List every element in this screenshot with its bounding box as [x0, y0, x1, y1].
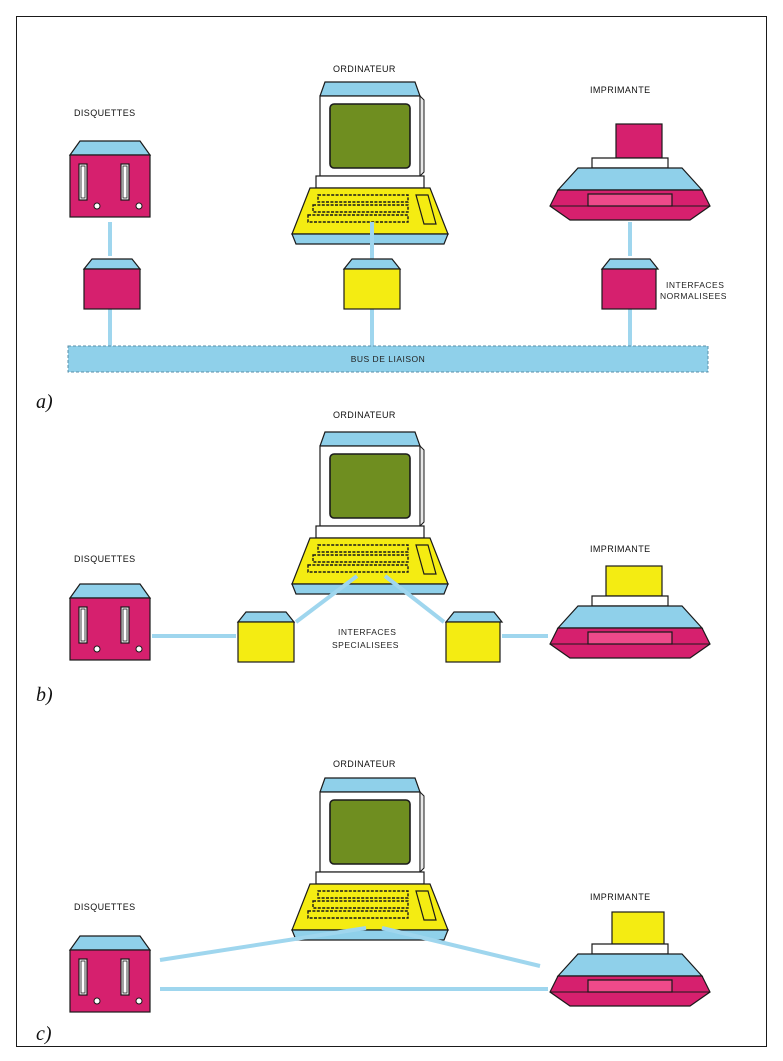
panel-a: DISQUETTES ORDINATEUR IMPRIMANTE	[36, 64, 727, 413]
printer-paper	[605, 565, 663, 597]
computer-icon	[291, 777, 449, 941]
interfaces-label-line2: NORMALISEES	[660, 291, 727, 301]
panel-marker-a: a)	[36, 391, 53, 413]
disk-drive-icon	[69, 140, 151, 218]
interface-box-disk	[83, 258, 141, 310]
label-imprimante-b: IMPRIMANTE	[590, 544, 651, 554]
printer-icon	[549, 911, 711, 1007]
printer-icon	[549, 565, 711, 659]
label-disquettes-c: DISQUETTES	[74, 902, 136, 912]
panel-b: ORDINATEUR DISQUETTES IMPRIMANTE INTERFA…	[36, 410, 711, 706]
label-disquettes-a: DISQUETTES	[74, 108, 136, 118]
interface-box-computer	[343, 258, 401, 310]
computer-icon	[291, 81, 449, 245]
label-imprimante-a: IMPRIMANTE	[590, 85, 651, 95]
label-imprimante-c: IMPRIMANTE	[590, 892, 651, 902]
panel-c: ORDINATEUR DISQUETTES IMPRIMANTE c)	[36, 759, 711, 1045]
label-disquettes-b: DISQUETTES	[74, 554, 136, 564]
printer-paper	[615, 123, 663, 159]
disk-drive-icon	[69, 583, 151, 661]
bus	[67, 345, 709, 373]
label-ordinateur-c: ORDINATEUR	[333, 759, 396, 769]
interface-box-printer	[601, 258, 659, 310]
connector-lines	[159, 926, 548, 991]
computer-icon	[291, 431, 449, 595]
interfaces-label-line1: INTERFACES	[666, 280, 724, 290]
printer-icon	[549, 123, 711, 221]
disk-drive-icon	[69, 935, 151, 1013]
bus-label: BUS DE LIAISON	[351, 354, 426, 364]
interfaces-label-line1: INTERFACES	[338, 627, 396, 637]
interface-box-disk	[237, 611, 295, 663]
panel-marker-b: b)	[36, 684, 53, 706]
connector-lines	[108, 222, 632, 346]
interface-box-printer	[445, 611, 503, 663]
label-ordinateur-a: ORDINATEUR	[333, 64, 396, 74]
printer-paper	[611, 911, 665, 945]
panel-marker-c: c)	[36, 1023, 52, 1045]
connector-lines	[152, 574, 548, 638]
interfaces-label-line2: SPECIALISEES	[332, 640, 399, 650]
label-ordinateur-b: ORDINATEUR	[333, 410, 396, 420]
